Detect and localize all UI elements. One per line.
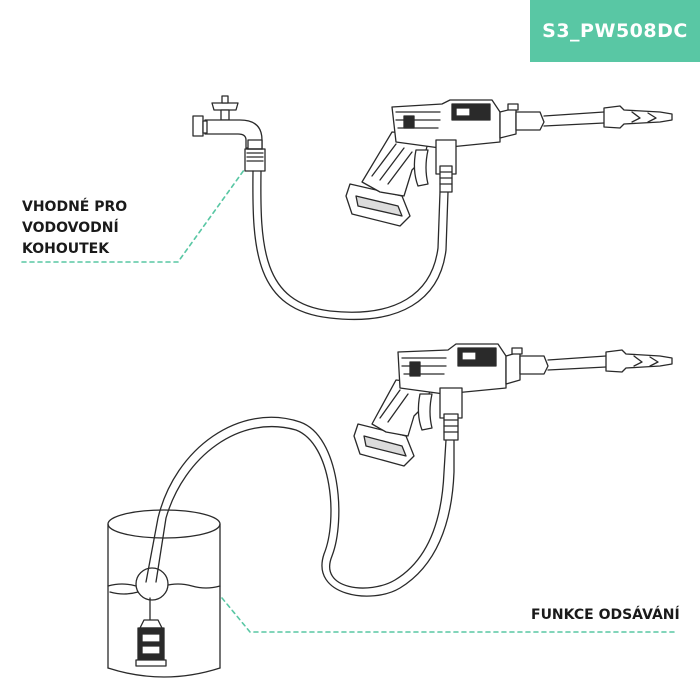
pressure-washer-gun-top (345, 99, 673, 227)
model-code: S3_PW508DC (542, 20, 688, 42)
suction-leader-line (221, 597, 677, 633)
suction-function-label: FUNKCE ODSÁVÁNÍ (531, 607, 680, 623)
water-bucket (107, 509, 221, 678)
faucet-label-line-3: KOHOUTEK (22, 241, 110, 257)
leader-lines (21, 169, 677, 633)
bottom-hose (145, 416, 455, 597)
faucet-label-line-2: VODOVODNÍ (22, 220, 119, 236)
faucet-leader-line (21, 169, 245, 263)
pressure-washer-gun-bottom (353, 343, 673, 467)
faucet-label-line-1: VHODNÉ PRO (22, 199, 128, 215)
top-hose (252, 170, 449, 320)
suction-filter (135, 597, 167, 667)
faucet-icon (192, 95, 266, 172)
faucet-suitability-label: VHODNÉ PRO VODOVODNÍ KOHOUTEK (22, 197, 127, 260)
model-code-badge: S3_PW508DC (530, 0, 700, 62)
